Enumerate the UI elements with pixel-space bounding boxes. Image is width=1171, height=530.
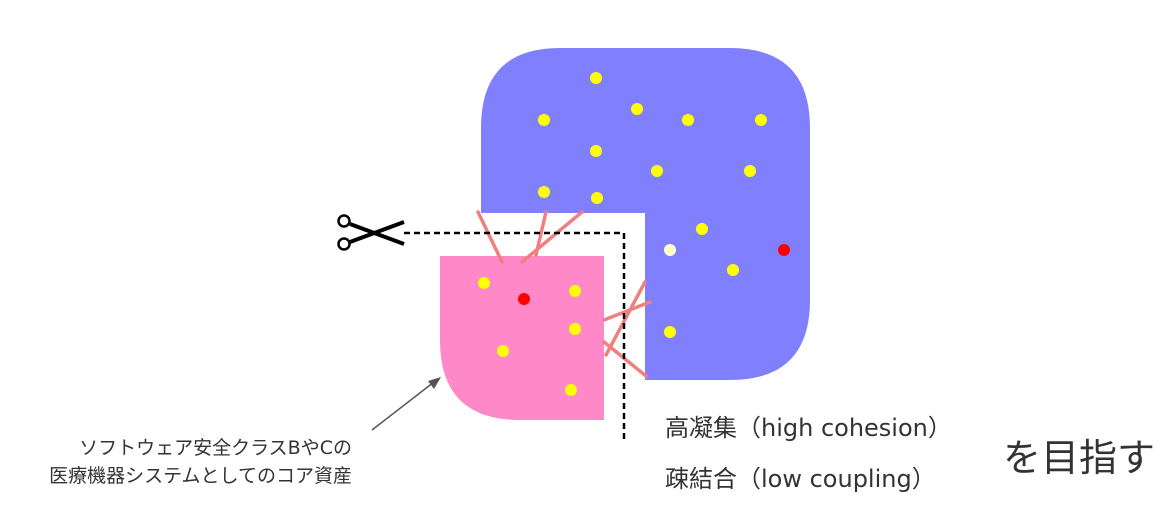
cohesion-text: 高凝集（high cohesion） (665, 414, 952, 442)
small-module-elements (478, 277, 581, 396)
large-module (481, 48, 810, 380)
coupling-line (534, 210, 548, 257)
element-dot (631, 103, 643, 115)
large-module-elements (538, 72, 790, 338)
element-dot-highlight (518, 293, 530, 305)
scissors-icon (337, 214, 405, 251)
annotation-line-1: ソフトウェア安全クラスBやCの (79, 437, 352, 459)
element-dot-highlight (778, 244, 790, 256)
element-dot (664, 326, 676, 338)
element-dot-pale (664, 244, 676, 256)
element-dot (569, 323, 581, 335)
element-dot (590, 145, 602, 157)
coupling-line (476, 210, 504, 264)
element-dot (590, 72, 602, 84)
coupling-lines (476, 210, 652, 378)
coupling-text: 疎結合（low coupling） (665, 465, 936, 493)
cut-line (404, 231, 626, 440)
annotation-arrow (371, 377, 441, 431)
element-dot (696, 223, 708, 235)
element-dot (497, 345, 509, 357)
annotation-line-2: 医療機器システムとしてのコア資産 (49, 465, 352, 487)
element-dot (565, 384, 577, 396)
coupling-line (602, 300, 652, 322)
element-dot (651, 165, 663, 177)
small-module (440, 256, 604, 420)
element-dot (755, 114, 767, 126)
element-dot (538, 114, 550, 126)
element-dot (727, 264, 739, 276)
element-dot (591, 192, 603, 204)
goal-text: を目指す (1003, 436, 1155, 480)
element-dot (569, 285, 581, 297)
element-dot (478, 277, 490, 289)
element-dot (682, 114, 694, 126)
coupling-line (604, 280, 647, 357)
coupling-line (520, 210, 584, 264)
element-dot (538, 186, 550, 198)
element-dot (744, 165, 756, 177)
